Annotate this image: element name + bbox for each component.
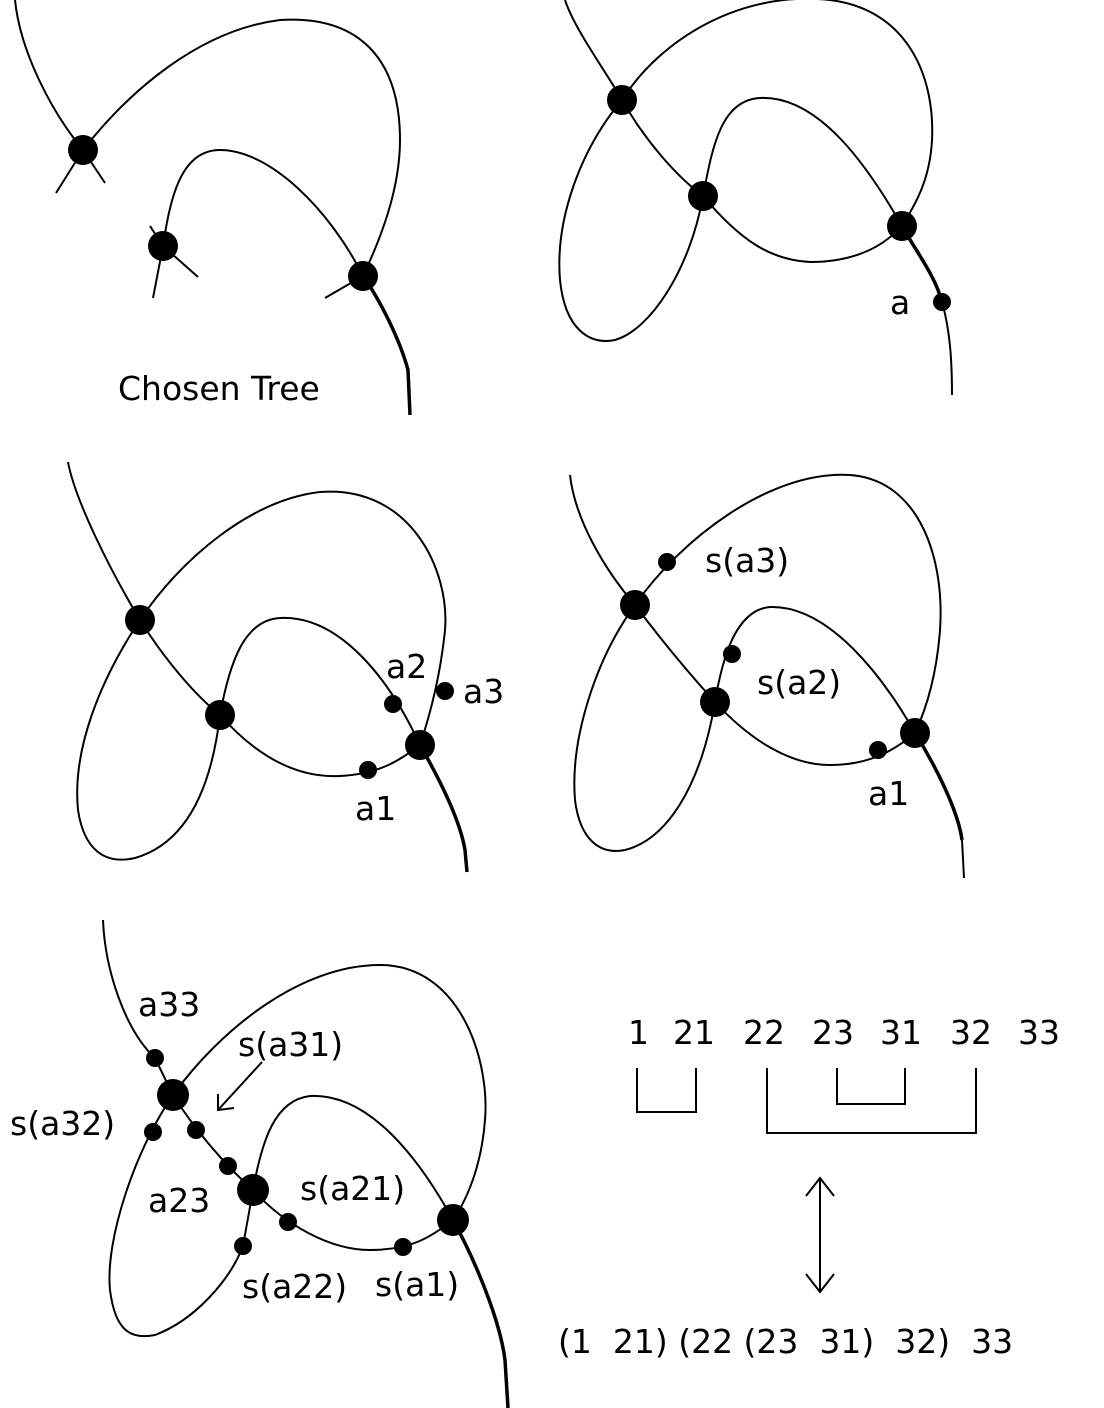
middle-line xyxy=(139,619,221,716)
outer-arc xyxy=(634,473,942,734)
bracket-23-31 xyxy=(836,1068,906,1105)
double-arrow-up-icon xyxy=(805,1176,835,1197)
label-s-a32: s(a32) xyxy=(10,1104,115,1143)
crossing-node xyxy=(125,605,155,635)
panel-5: a33 s(a31) s(a32) a23 s(a21) s(a22) s(a1… xyxy=(10,919,510,1408)
crossing-node xyxy=(148,231,178,261)
crossing-node xyxy=(68,135,98,165)
label-a2: a2 xyxy=(386,647,427,686)
middle-line xyxy=(634,604,716,703)
pointer-arrowhead-icon xyxy=(217,1094,235,1112)
crossing-node xyxy=(237,1174,269,1206)
left-loop xyxy=(573,604,716,852)
left-loop xyxy=(108,1094,254,1338)
inner-arc xyxy=(252,1094,454,1221)
point-s-a22 xyxy=(234,1237,252,1255)
crossing-node xyxy=(405,730,435,760)
crossing-node xyxy=(607,85,637,115)
point-s-a32 xyxy=(144,1123,162,1141)
middle-line xyxy=(172,1094,254,1191)
middle-line xyxy=(621,99,704,197)
sequence-item-23: 23 xyxy=(812,1013,854,1052)
crossing-node xyxy=(900,718,930,748)
point-a3 xyxy=(436,682,454,700)
point-s-a21 xyxy=(279,1213,297,1231)
bottom-arc xyxy=(702,195,903,264)
sequence-item-33: 33 xyxy=(1018,1013,1060,1052)
left-loop xyxy=(558,99,704,342)
panel-2: a xyxy=(558,0,953,396)
root-stem xyxy=(418,744,469,873)
bracket-1-21 xyxy=(636,1068,697,1113)
bottom-arc xyxy=(219,714,421,778)
sequence-item-22: 22 xyxy=(743,1013,785,1052)
panel-6-bracket-sequence: 1 21 22 23 31 32 33 (1 21) (22 (23 31) 3… xyxy=(558,1013,1060,1361)
panel-4: s(a3) s(a2) a1 xyxy=(569,473,965,879)
sequence-item-21: 21 xyxy=(673,1013,715,1052)
top-stem xyxy=(569,474,636,606)
sequence-item-1: 1 xyxy=(628,1013,649,1052)
crossing-node xyxy=(437,1204,469,1236)
outer-arc xyxy=(139,490,447,746)
point-a33 xyxy=(146,1049,164,1067)
double-arrow-down-icon xyxy=(805,1273,835,1294)
root-stem-tail xyxy=(961,839,965,879)
point-a xyxy=(933,293,951,311)
root-stem xyxy=(451,1219,510,1408)
root-stem xyxy=(913,732,964,841)
outer-arc xyxy=(82,18,402,277)
panel-chosen-tree: Chosen Tree xyxy=(14,0,412,416)
label-s-a22: s(a22) xyxy=(242,1267,347,1306)
panel-3: a2 a3 a1 xyxy=(67,461,504,873)
label-a1: a1 xyxy=(355,789,396,828)
label-a1: a1 xyxy=(868,774,909,813)
crossing-node xyxy=(205,700,235,730)
label-s-a2: s(a2) xyxy=(757,663,841,702)
top-left-stem xyxy=(14,0,84,151)
label-s-a31: s(a31) xyxy=(238,1025,343,1064)
bottom-arc xyxy=(714,701,916,767)
outer-arc xyxy=(172,963,487,1221)
label-a33: a33 xyxy=(138,985,200,1024)
label-s-a3: s(a3) xyxy=(705,541,789,580)
label-a: a xyxy=(890,283,910,322)
point-s-a1 xyxy=(394,1238,412,1256)
sequence-item-32: 32 xyxy=(950,1013,992,1052)
crossing-node xyxy=(700,687,730,717)
crossing-node xyxy=(348,261,378,291)
sequence-item-31: 31 xyxy=(880,1013,922,1052)
inner-arc xyxy=(162,148,364,277)
point-a2 xyxy=(384,695,402,713)
point-a1 xyxy=(359,761,377,779)
crossing-node xyxy=(887,211,917,241)
point-s-a3 xyxy=(658,553,676,571)
bracket-22-32 xyxy=(766,1068,977,1134)
root-stem-tail xyxy=(941,301,953,396)
bracket-formula: (1 21) (22 (23 31) 32) 33 xyxy=(558,1322,1013,1361)
crossing-node xyxy=(620,590,650,620)
crossing-node xyxy=(688,181,718,211)
label-a3: a3 xyxy=(463,672,504,711)
label-s-a1: s(a1) xyxy=(375,1265,459,1304)
left-loop xyxy=(76,619,221,861)
pointer-arrow xyxy=(217,1061,263,1111)
top-stem xyxy=(67,461,141,621)
point-s-a31 xyxy=(187,1121,205,1139)
root-stem xyxy=(361,274,412,416)
label-a23: a23 xyxy=(148,1181,210,1220)
point-a1 xyxy=(869,741,887,759)
point-s-a2 xyxy=(723,645,741,663)
point-a23 xyxy=(219,1157,237,1175)
top-stem xyxy=(564,0,623,101)
label-s-a21: s(a21) xyxy=(300,1169,405,1208)
outer-arc xyxy=(621,0,934,227)
inner-arc xyxy=(702,96,903,227)
crossing-node xyxy=(157,1079,189,1111)
caption-chosen-tree: Chosen Tree xyxy=(118,369,320,408)
inner-arc xyxy=(219,616,421,746)
